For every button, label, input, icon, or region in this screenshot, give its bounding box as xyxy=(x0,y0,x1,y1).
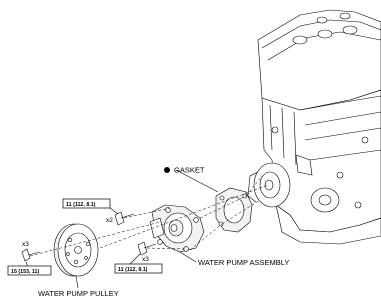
qty-pulley: x3 xyxy=(22,241,29,248)
torque-spec-pump-upper-text: 11 (112, 8.1) xyxy=(66,202,96,208)
qty-pump-upper: x2 xyxy=(106,217,113,224)
assembly-centerlines xyxy=(29,175,269,257)
torque-spec-pump-upper: 11 (112, 8.1) xyxy=(62,198,111,209)
water-pump-pulley xyxy=(53,223,99,277)
torque-spec-pulley-text: 15 (153, 11) xyxy=(11,269,40,275)
water-pump-pulley-label: WATER PUMP PULLEY xyxy=(38,289,119,298)
water-pump-assembly-label: WATER PUMP ASSEMBLY xyxy=(198,258,289,267)
pulley-bolt xyxy=(21,248,41,262)
engine-block xyxy=(247,9,381,245)
pump-lower-bolt xyxy=(137,241,157,256)
leader-lines xyxy=(25,169,219,289)
gasket xyxy=(215,187,253,233)
torque-spec-pump-lower: 11 (112, 8.1) xyxy=(114,263,163,274)
torque-spec-pump-lower-text: 11 (112, 8.1) xyxy=(118,267,148,273)
pump-upper-bolt xyxy=(114,211,135,226)
gasket-symbol-icon xyxy=(164,167,170,173)
gasket-label: GASKET xyxy=(174,166,205,175)
torque-spec-pulley: 15 (153, 11) xyxy=(7,265,52,276)
water-pump-assembly xyxy=(149,204,205,253)
qty-pump-lower: x3 xyxy=(142,256,149,263)
